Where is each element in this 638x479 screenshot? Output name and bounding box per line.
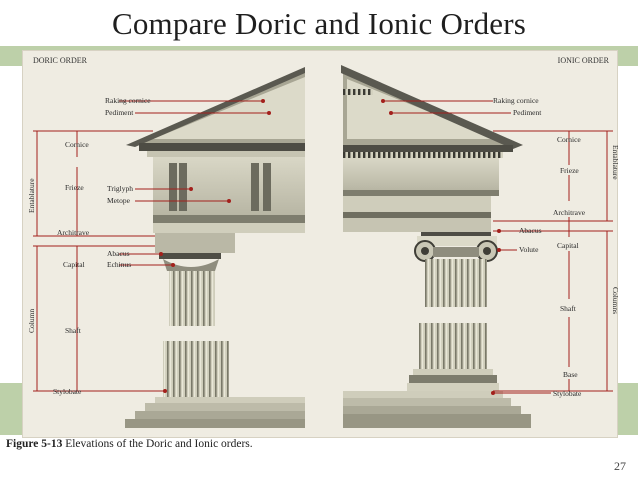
ionic-frieze-block (343, 158, 499, 190)
figure-caption: Figure 5-13 Elevations of the Doric and … (6, 438, 253, 450)
ionic-dimension-lines (383, 100, 613, 394)
doric-label-cornice: Cornice (65, 140, 89, 149)
doric-label-stylobate: Stylobate (53, 387, 82, 396)
ionic-label-cornice: Cornice (557, 135, 581, 144)
doric-order-header: DORIC ORDER (33, 56, 88, 65)
doric-architrave-block (155, 233, 235, 253)
ionic-shaft-upper (425, 259, 487, 307)
label-marker-dots (159, 99, 501, 395)
ionic-label-base: Base (563, 370, 578, 379)
ionic-label-volute: Volute (519, 245, 539, 254)
doric-label-column: Column (27, 309, 36, 333)
figure-caption-label: Figure 5-13 (6, 438, 63, 450)
doric-label-pediment: Pediment (105, 108, 134, 117)
ionic-label-shaft: Shaft (560, 304, 577, 313)
ionic-label-raking-cornice: Raking cornice (493, 96, 539, 105)
ionic-architrave-block (343, 196, 491, 212)
doric-label-echinus: Echinus (107, 260, 131, 269)
doric-frieze-block (153, 157, 305, 215)
ionic-label-pediment: Pediment (513, 108, 542, 117)
doric-label-raking-cornice: Raking cornice (105, 96, 151, 105)
doric-dimension-lines (33, 100, 269, 392)
doric-label-entablature: Entablature (27, 178, 36, 213)
doric-label-metope: Metope (107, 196, 131, 205)
ionic-shaft-lower (419, 323, 487, 369)
ionic-label-entablature: Entablature (611, 145, 619, 180)
ionic-label-frieze: Frieze (560, 166, 579, 175)
ionic-order-drawing (341, 65, 531, 428)
doric-label-architrave: Architrave (57, 228, 90, 237)
page-number: 27 (614, 459, 626, 473)
ionic-label-columns: Columns (611, 287, 619, 314)
doric-order-drawing (125, 67, 305, 428)
doric-label-shaft: Shaft (65, 326, 82, 335)
doric-shaft-upper (169, 271, 215, 326)
orders-illustration: DORIC ORDER IONIC ORDER Raking cornice P… (27, 56, 619, 428)
doric-label-triglyph: Triglyph (107, 184, 133, 193)
doric-label-abacus: Abacus (107, 249, 130, 258)
ionic-order-header: IONIC ORDER (558, 56, 610, 65)
ionic-label-capital: Capital (557, 241, 579, 250)
orders-figure: DORIC ORDER IONIC ORDER Raking cornice P… (22, 50, 619, 438)
slide-title: Compare Doric and Ionic Orders (111, 6, 527, 41)
doric-label-capital: Capital (63, 260, 85, 269)
doric-label-frieze: Frieze (65, 183, 84, 192)
doric-shaft-lower (163, 341, 229, 397)
ionic-label-architrave: Architrave (553, 208, 586, 217)
figure-caption-text: Elevations of the Doric and Ionic orders… (62, 438, 253, 450)
ionic-label-stylobate: Stylobate (553, 389, 582, 398)
ionic-label-abacus: Abacus (519, 226, 542, 235)
